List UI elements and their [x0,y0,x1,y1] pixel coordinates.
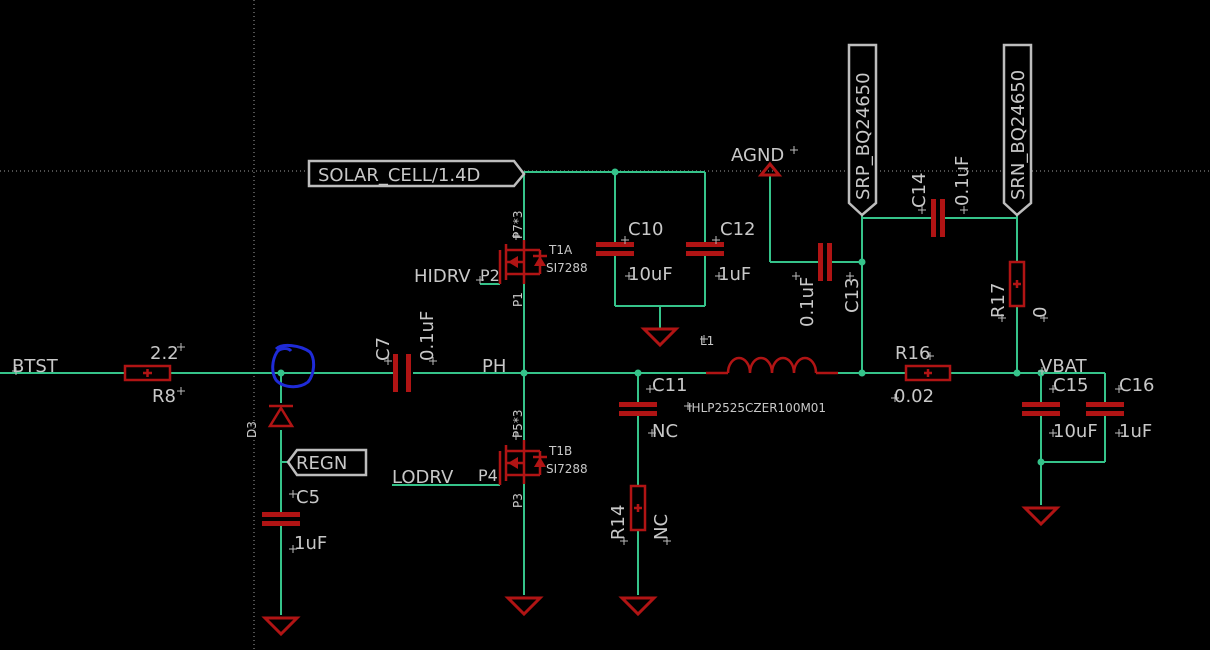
flag-srn[interactable]: SRN_BQ24650 [1002,43,1033,217]
c7-name: C7 [373,337,394,361]
c16-value: 1uF [1119,421,1152,442]
r8-name: R8 [152,386,176,407]
flag-srp[interactable]: SRP_BQ24650 [847,43,878,217]
vbat-net-label: VBAT [1040,356,1088,377]
wires[interactable] [0,171,1106,615]
hidrv-net-label: HIDRV [414,266,471,287]
t1a-drain-pin: P7*3 [511,210,525,239]
origin-marks [12,146,1123,553]
diode-d3[interactable]: D3 [245,404,295,438]
c5-value: 1uF [294,533,327,554]
agnd-symbol[interactable]: AGND [731,145,784,177]
t1b-model: SI7288 [546,462,588,476]
capacitor-c16[interactable]: C16 1uF [1086,375,1154,442]
resistor-r16[interactable]: R16 0.02 [894,343,952,407]
c10-value: 10uF [628,264,673,285]
r14-value: NC [651,514,672,540]
capacitor-c14[interactable]: C14 0.1uF [909,156,973,237]
agnd-label: AGND [731,145,784,166]
ground-icon [261,616,301,637]
l1-value: IHLP2525CZER100M01 [688,401,826,415]
ground-symbols [261,327,1061,637]
capacitor-c15[interactable]: C15 10uF [1022,375,1098,442]
c5-name: C5 [296,487,320,508]
c7-value: 0.1uF [417,311,438,361]
t1b-name: T1B [548,444,572,458]
c12-name: C12 [720,219,755,240]
d3-name: D3 [245,421,259,438]
flag-solar-cell[interactable]: SOLAR_CELL/1.4D [307,159,526,188]
capacitor-c10[interactable]: C10 10uF [596,219,673,285]
c16-name: C16 [1119,375,1154,396]
t1a-source-pin: P1 [511,292,525,307]
ground-icon [1021,506,1061,527]
t1b-gate-pin: P4 [478,466,498,485]
flag-regn[interactable]: REGN [286,448,368,477]
solar-flag-label: SOLAR_CELL/1.4D [318,165,480,186]
capacitor-c12[interactable]: C12 1uF [686,219,755,285]
capacitor-c11[interactable]: C11 NC [619,375,687,442]
c10-name: C10 [628,219,663,240]
ground-icon [640,327,680,348]
inductor-l1[interactable]: L1 IHLP2525CZER100M01 [688,334,838,415]
regn-flag-label: REGN [296,453,347,474]
c13-value: 0.1uF [797,277,818,327]
annotation-circle [271,343,316,389]
c15-value: 10uF [1053,421,1098,442]
mosfet-t1a[interactable]: T1A SI7288 P7*3 P1 P2 [480,210,588,307]
t1a-gate-pin: P2 [480,266,500,285]
t1b-drain-pin: P5*3 [511,409,525,438]
c15-name: C15 [1053,375,1088,396]
capacitor-c7[interactable]: C7 0.1uF [373,311,438,392]
c14-name: C14 [909,173,930,208]
r14-name: R14 [608,505,629,540]
r17-name: R17 [988,283,1009,318]
srn-flag-label: SRN_BQ24650 [1008,70,1029,200]
capacitor-c5[interactable]: C5 1uF [262,487,327,554]
ph-net-label: PH [482,356,506,377]
r16-value: 0.02 [894,386,934,407]
t1a-name: T1A [548,243,573,257]
btst-net-label: BTST [12,356,59,377]
agnd-triangle-icon [757,161,783,177]
ground-icon [504,596,544,617]
resistor-r8[interactable]: 2.2 R8 [123,343,179,407]
t1a-model: SI7288 [546,261,588,275]
capacitor-c13[interactable]: C13 0.1uF [797,243,863,327]
c13-name: C13 [842,278,863,313]
resistor-r17[interactable]: R17 0 [988,260,1051,318]
c11-name: C11 [652,375,687,396]
c14-value: 0.1uF [952,156,973,206]
r17-value: 0 [1030,307,1051,318]
r8-value: 2.2 [150,343,179,364]
resistor-r14[interactable]: R14 NC [608,484,672,540]
ground-icon [618,596,658,617]
net-labels: BTST PH VBAT HIDRV LODRV [12,266,1088,488]
t1b-source-pin: P3 [511,493,525,508]
lodrv-net-label: LODRV [392,467,454,488]
c11-value: NC [652,421,678,442]
r16-name: R16 [895,343,930,364]
l1-name: L1 [700,334,714,348]
srp-flag-label: SRP_BQ24650 [853,72,874,200]
c12-value: 1uF [718,264,751,285]
mosfet-t1b[interactable]: T1B SI7288 P5*3 P3 P4 [478,409,588,508]
